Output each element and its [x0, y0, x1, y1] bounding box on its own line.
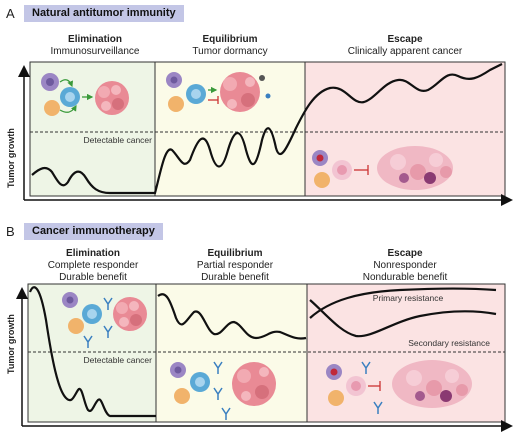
phase-b-escape: Escape Nonresponder Nondurable benefit [310, 248, 500, 284]
phase-b-equilibrium: Equilibrium Partial responder Durable be… [160, 248, 310, 284]
phase-b-escape-line2: Nondurable benefit [362, 272, 448, 283]
panel-a-letter: A [6, 6, 15, 21]
tumor-icon [95, 81, 129, 115]
panel-a-threshold-label: Detectable cancer [83, 135, 152, 145]
phase-b-elimination-line1: Complete responder [47, 260, 139, 271]
panel-a-escape-cells [312, 146, 453, 190]
phase-b-elimination: Elimination Complete responder Durable b… [28, 248, 158, 284]
panel-a-diagram: Detectable cancer [18, 61, 513, 206]
phase-b-equilibrium-line2: Durable benefit [201, 272, 269, 283]
phase-b-equilibrium-title: Equilibrium [207, 248, 263, 259]
panel-b-elim-cells [62, 292, 147, 348]
panel-a-growth-curve [31, 63, 503, 195]
tumor-icon [392, 360, 472, 408]
panel-b-primary-label: Primary resistance [373, 293, 444, 303]
phase-b-elimination-line2: Durable benefit [59, 272, 127, 283]
panel-b-equi-cells [170, 361, 276, 420]
panel-a-title: Natural antitumor immunity [24, 5, 184, 22]
antibody-icon [213, 361, 231, 420]
phase-b-elimination-title: Elimination [66, 248, 120, 259]
panel-b-letter: B [6, 224, 15, 239]
panel-b-secondary-label: Secondary resistance [408, 338, 490, 348]
phase-a-elimination: Elimination Immunosurveillance [30, 34, 160, 58]
tumor-icon [113, 297, 147, 331]
tumor-icon [377, 146, 453, 190]
panel-a-elim-cells [41, 73, 129, 116]
panel-b-diagram: Primary resistance Secondary resistance … [16, 283, 513, 432]
phase-a-escape-title: Escape [387, 34, 423, 45]
tumor-icon [232, 362, 276, 406]
phase-a-elimination-subtitle: Immunosurveillance [50, 46, 140, 57]
phase-b-escape-title: Escape [387, 248, 423, 259]
phase-a-escape: Escape Clinically apparent cancer [310, 34, 500, 58]
phase-a-equilibrium-title: Equilibrium [202, 34, 258, 45]
phase-a-elimination-title: Elimination [68, 34, 122, 45]
dc-cell-icon [44, 100, 60, 116]
phase-a-equilibrium: Equilibrium Tumor dormancy [155, 34, 305, 58]
antibody-icon [83, 297, 113, 348]
panel-b-threshold-label: Detectable cancer [83, 355, 152, 365]
panel-a-equi-cells [166, 72, 271, 112]
panel-b-escape-cells [326, 360, 472, 414]
phase-a-escape-subtitle: Clinically apparent cancer [347, 46, 463, 57]
tumor-icon [220, 72, 271, 112]
phase-a-equilibrium-subtitle: Tumor dormancy [192, 46, 268, 57]
antibody-icon [361, 361, 383, 414]
phase-b-escape-line1: Nonresponder [373, 260, 437, 271]
panel-b-elim-curve [28, 286, 156, 418]
panel-b-primary-resistance-curve [309, 287, 497, 319]
panel-b-equi-curve [157, 293, 307, 340]
panel-b-title: Cancer immunotherapy [24, 223, 163, 240]
panel-b-secondary-resistance-curve [309, 299, 497, 338]
phase-b-equilibrium-line1: Partial responder [196, 260, 274, 271]
